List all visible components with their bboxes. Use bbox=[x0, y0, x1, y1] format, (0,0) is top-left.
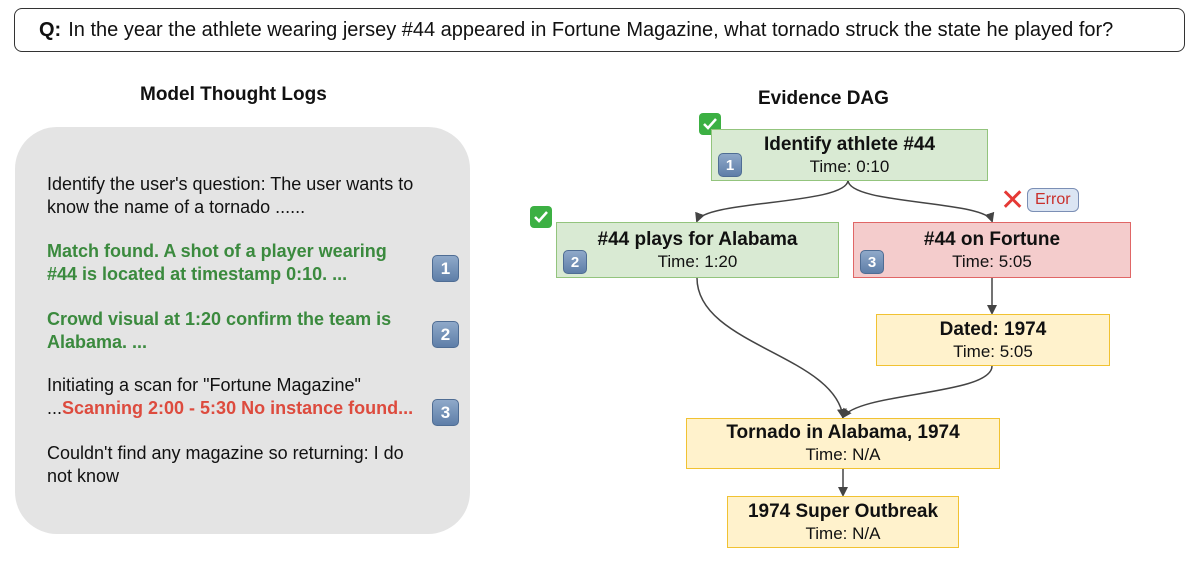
log-error-text: Scanning 2:00 - 5:30 No instance found..… bbox=[62, 398, 414, 418]
node-time: Time: N/A bbox=[805, 523, 881, 543]
edge-1-3 bbox=[847, 179, 995, 223]
log-line: know the name of a tornado ...... bbox=[47, 197, 306, 217]
question-prefix: Q: bbox=[39, 18, 62, 41]
node-title: 1974 Super Outbreak bbox=[747, 500, 939, 522]
log-line: Identify the user's question: The user w… bbox=[47, 174, 414, 194]
log-line: Couldn't find any magazine so returning:… bbox=[47, 443, 404, 463]
edge-2-5 bbox=[696, 277, 847, 419]
log-line: ...Scanning 2:00 - 5:30 No instance foun… bbox=[47, 397, 413, 420]
dag-node-on-fortune: #44 on Fortune Time: 5:05 3 bbox=[853, 222, 1131, 278]
node-time: Time: 5:05 bbox=[952, 251, 1032, 271]
step-badge-1: 1 bbox=[432, 255, 459, 282]
dag-title: Evidence DAG bbox=[758, 88, 889, 109]
log-line: #44 is located at timestamp 0:10. ... bbox=[47, 264, 348, 284]
node-time: Time: N/A bbox=[805, 445, 881, 464]
dag-node-plays-for-alabama: #44 plays for Alabama Time: 1:20 2 bbox=[556, 222, 839, 278]
question-bar: Q: In the year the athlete wearing jerse… bbox=[14, 8, 1185, 52]
error-label: Error bbox=[1027, 188, 1079, 212]
log-line-prefix: ... bbox=[47, 398, 63, 418]
question-text: In the year the athlete wearing jersey #… bbox=[68, 18, 1114, 41]
log-line: Match found. A shot of a player wearing bbox=[47, 241, 387, 261]
node-title: Dated: 1974 bbox=[939, 318, 1047, 340]
node-time: Time: 5:05 bbox=[953, 341, 1033, 361]
node-title: Tornado in Alabama, 1974 bbox=[726, 422, 960, 443]
log-entry-return: Couldn't find any magazine so returning:… bbox=[47, 442, 404, 488]
log-line: Initiating a scan for "Fortune Magazine" bbox=[47, 375, 361, 395]
node-step-badge: 2 bbox=[563, 250, 587, 274]
node-title: #44 on Fortune bbox=[923, 228, 1061, 250]
node-step-badge: 3 bbox=[860, 250, 884, 274]
dag-node-tornado-alabama: Tornado in Alabama, 1974 Time: N/A bbox=[686, 418, 1000, 469]
log-entry-crowd: Crowd visual at 1:20 confirm the team is… bbox=[47, 308, 391, 354]
dag-node-super-outbreak: 1974 Super Outbreak Time: N/A bbox=[727, 496, 959, 548]
log-entry-match: Match found. A shot of a player wearing … bbox=[47, 240, 387, 286]
log-line: Alabama. ... bbox=[47, 332, 148, 352]
log-line: not know bbox=[47, 466, 120, 486]
log-entry-intro: Identify the user's question: The user w… bbox=[47, 173, 413, 219]
edge-1-2 bbox=[695, 179, 849, 223]
step-badge-3: 3 bbox=[432, 399, 459, 426]
node-title: #44 plays for Alabama bbox=[597, 228, 798, 250]
log-entry-scan: Initiating a scan for "Fortune Magazine"… bbox=[47, 374, 413, 420]
step-badge-2: 2 bbox=[432, 321, 459, 348]
dag-node-identify-athlete: Identify athlete #44 Time: 0:10 1 bbox=[711, 129, 988, 181]
node-step-badge: 1 bbox=[718, 153, 742, 177]
verified-check-icon bbox=[530, 206, 552, 228]
log-line: Crowd visual at 1:20 confirm the team is bbox=[47, 309, 392, 329]
node-time: Time: 0:10 bbox=[809, 156, 890, 176]
thought-logs-panel: Identify the user's question: The user w… bbox=[15, 127, 470, 534]
dag-node-dated-1974: Dated: 1974 Time: 5:05 bbox=[876, 314, 1110, 366]
edge-4-5 bbox=[841, 365, 993, 419]
logs-title: Model Thought Logs bbox=[140, 84, 327, 105]
error-x-icon: ✕ bbox=[1000, 184, 1026, 217]
node-title: Identify athlete #44 bbox=[763, 133, 936, 155]
node-time: Time: 1:20 bbox=[657, 251, 738, 271]
